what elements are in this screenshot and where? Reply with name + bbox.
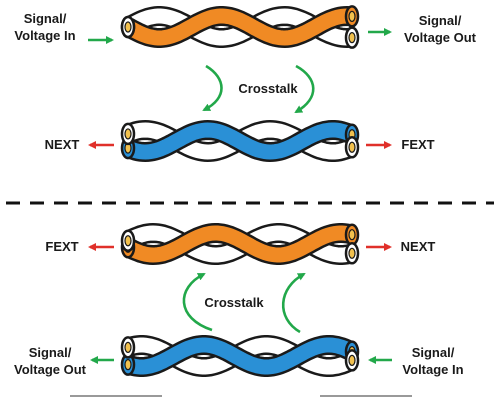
bottom-disturbing-pair-right-copper-core <box>348 229 356 241</box>
bottom-input-label-line2: Voltage In <box>402 362 464 377</box>
bottom-disturbing-pair-left-copper-core <box>124 235 132 247</box>
top-disturbing-pair-left-copper-core <box>124 21 132 33</box>
top-victim-pair-right-copper-core <box>348 141 356 153</box>
top-crosstalk-arrow-right <box>294 64 315 114</box>
bottom-crosstalk-label: Crosstalk <box>204 295 264 310</box>
bottom-input-label-line1: Signal/ <box>411 345 455 360</box>
top-disturbing-pair <box>120 5 360 49</box>
top-disturbing-pair-right-copper-core <box>348 10 356 22</box>
bottom-victim-pair-left-copper-core <box>124 341 132 353</box>
twisted-pairs-layer <box>120 5 360 377</box>
bottom-victim-pair-left-copper-core <box>124 359 132 371</box>
bottom-disturbing-pair-colored-wire <box>124 225 355 263</box>
top-crosstalk-arrow-left <box>202 64 223 112</box>
bottom-output-label-line2: Voltage Out <box>14 362 86 377</box>
bottom-disturbing-pair-right-copper-core <box>348 247 356 259</box>
top-victim-pair-left-copper-core <box>124 128 132 140</box>
top-disturbing-pair-colored-wire <box>124 8 353 46</box>
top-input-label: Signal/ Voltage In <box>4 10 86 44</box>
arrows-layer <box>88 28 392 364</box>
bottom-crosstalk-arrow-left <box>182 272 213 332</box>
bottom-disturbing-pair <box>120 222 360 266</box>
top-victim-pair-colored-wire <box>125 122 356 160</box>
top-input-label-line1: Signal/ <box>23 11 67 26</box>
bottom-output-label-line1: Signal/ <box>28 345 72 360</box>
top-disturbing-pair-right-copper-core <box>348 32 356 44</box>
bottom-next-label: NEXT <box>400 239 436 254</box>
bottom-victim-pair <box>120 335 360 377</box>
bottom-input-label: Signal/ Voltage In <box>392 344 474 378</box>
top-crosstalk-label: Crosstalk <box>238 81 298 96</box>
bottom-victim-pair-right-copper-core <box>348 354 356 366</box>
top-input-label-line2: Voltage In <box>14 28 76 43</box>
top-output-label: Signal/ Voltage Out <box>392 12 488 46</box>
top-fext-label: FEXT <box>401 137 435 152</box>
top-victim-pair <box>120 119 360 163</box>
top-output-label-line1: Signal/ <box>418 13 462 28</box>
bottom-victim-pair-colored-wire <box>125 337 356 375</box>
top-next-label: NEXT <box>44 137 80 152</box>
bottom-fext-label: FEXT <box>45 239 79 254</box>
bottom-crosstalk-arrow-right <box>281 272 306 334</box>
bottom-output-label: Signal/ Voltage Out <box>4 344 96 378</box>
top-output-label-line2: Voltage Out <box>404 30 476 45</box>
